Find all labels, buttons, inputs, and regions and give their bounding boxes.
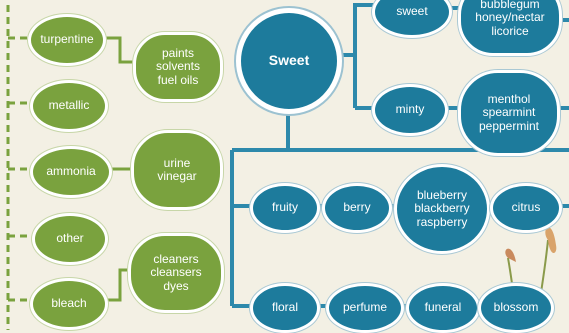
examples-turpentine: paints solvents fuel oils: [133, 32, 223, 102]
node-citrus: citrus: [490, 183, 562, 233]
node-sweet: sweet: [372, 0, 452, 38]
examples-minty: menthol spearmint peppermint: [458, 70, 560, 156]
node-other: other: [32, 213, 108, 265]
node-perfume: perfume: [326, 283, 404, 333]
examples-bleach: cleaners cleansers dyes: [128, 233, 224, 313]
examples-sweet: bubblegum honey/nectar licorice: [458, 0, 562, 56]
node-fruity: fruity: [250, 183, 320, 233]
node-ammonia: ammonia: [30, 146, 112, 198]
node-blossom: blossom: [478, 283, 554, 333]
node-floral: floral: [250, 283, 320, 333]
node-bleach: bleach: [30, 278, 108, 330]
node-minty: minty: [372, 84, 448, 136]
node-sweet-root: Sweet: [236, 8, 342, 114]
node-turpentine: turpentine: [28, 14, 106, 66]
node-berry: berry: [322, 183, 392, 233]
flower-bud-icon: [545, 227, 557, 254]
node-metallic: metallic: [30, 80, 108, 132]
node-funeral: funeral: [406, 283, 480, 333]
examples-berry: blueberry blackberry raspberry: [394, 164, 490, 254]
examples-ammonia: urine vinegar: [131, 130, 223, 210]
